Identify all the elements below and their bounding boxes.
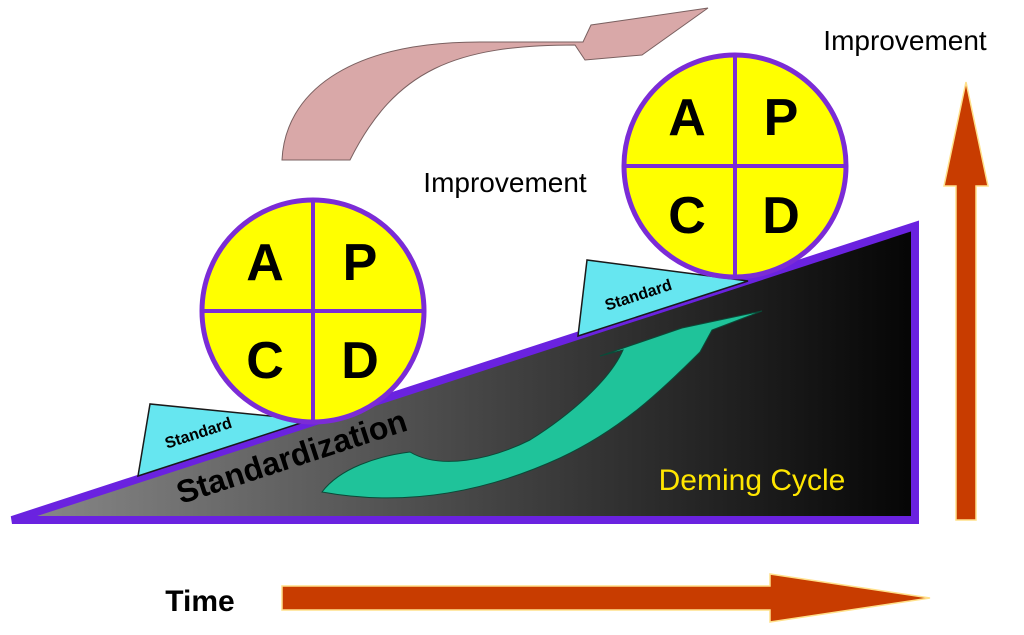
improvement-axis-label: Improvement — [823, 25, 987, 56]
pdca-quadrant-plan: P — [764, 89, 799, 147]
pdca-wheel-1: A P C D — [199, 197, 427, 425]
improvement-up-arrow-icon — [943, 81, 989, 521]
standard-wedge-2: Standard — [577, 259, 749, 338]
pdca-quadrant-plan: P — [343, 234, 378, 292]
pdca-quadrant-check: C — [668, 187, 706, 245]
pdca-quadrant-do: D — [341, 332, 379, 390]
pdca-quadrant-act: A — [668, 89, 706, 147]
pink-curved-arrow-icon — [281, 7, 709, 161]
pdca-quadrant-check: C — [246, 332, 284, 390]
pdca-quadrant-do: D — [762, 187, 800, 245]
deming-cycle-label: Deming Cycle — [659, 464, 846, 497]
improvement-label-middle: Improvement — [423, 167, 587, 198]
pdca-quadrant-act: A — [246, 234, 284, 292]
time-arrow-icon — [281, 573, 931, 623]
time-axis-label: Time — [165, 585, 234, 618]
standard-wedge-1: Standard — [137, 403, 311, 478]
teal-curved-arrow-icon — [321, 310, 763, 499]
pdca-wheel-2: A P C D — [621, 52, 849, 280]
